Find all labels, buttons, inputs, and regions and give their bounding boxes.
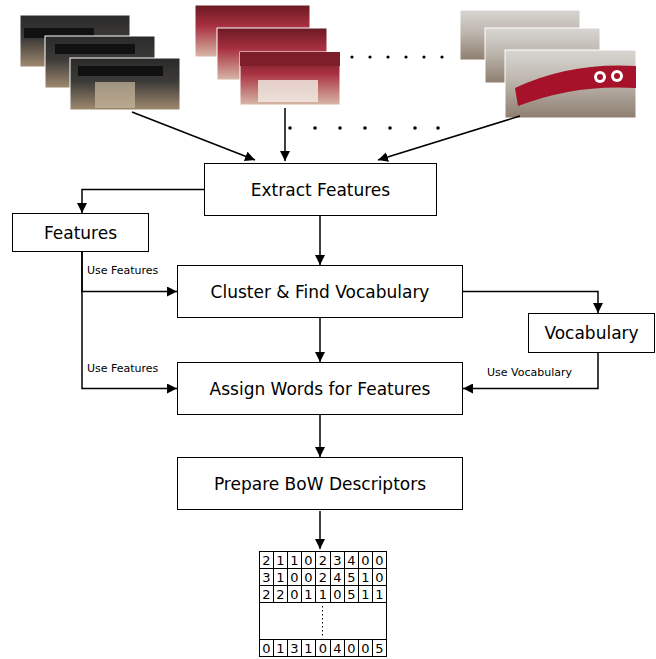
edge-label: Use Features: [86, 264, 159, 277]
table-cell: 5: [345, 586, 358, 603]
flow-arrow: [463, 292, 598, 314]
table-cell: 3: [288, 640, 301, 657]
flow-arrow: [463, 353, 598, 389]
table-cell: 0: [345, 640, 358, 657]
process-box: Prepare BoW Descriptors: [177, 457, 463, 510]
edge-label: Use Vocabulary: [486, 366, 573, 379]
flow-arrow: [82, 190, 204, 214]
box-label: Extract Features: [251, 180, 390, 200]
box-label: Prepare BoW Descriptors: [214, 474, 426, 494]
table-cell: 1: [274, 552, 287, 569]
table-cell: 4: [345, 552, 358, 569]
ellipsis-dots: [288, 55, 443, 129]
box-label: Vocabulary: [544, 323, 638, 343]
photo-stack: [20, 15, 180, 110]
table-cell: 1: [316, 586, 330, 603]
table-cell: 0: [316, 640, 330, 657]
box-label: Cluster & Find Vocabulary: [211, 282, 430, 302]
table-cell: 5: [373, 640, 386, 657]
table-cell: 3: [331, 552, 344, 569]
table-cell: 1: [274, 640, 287, 657]
data-box: Vocabulary: [528, 313, 655, 353]
box-label: Features: [44, 223, 117, 243]
process-box: Assign Words for Features: [177, 362, 463, 415]
flow-arrow: [319, 216, 321, 265]
table-cell: 0: [260, 640, 273, 657]
process-box: Extract Features: [204, 163, 437, 216]
table-cell: 1: [359, 586, 372, 603]
table-cell: 1: [302, 586, 315, 603]
table-cell: 0: [288, 569, 301, 586]
photo-stack: [195, 5, 340, 105]
table-cell: 2: [316, 569, 330, 586]
table-cell: 1: [373, 586, 386, 603]
table-cell: 5: [345, 569, 358, 586]
table-cell: 4: [331, 569, 344, 586]
table-cell: 2: [274, 586, 287, 603]
descriptor-table-grid: [260, 552, 387, 657]
flow-arrow: [319, 415, 321, 457]
table-cell: 1: [288, 552, 301, 569]
table-cell: 4: [331, 640, 344, 657]
output-arrow: [319, 511, 321, 549]
table-cell: 0: [373, 569, 386, 586]
flow-arrow: [82, 252, 177, 292]
process-box: Cluster & Find Vocabulary: [177, 265, 463, 318]
photo-stack: [460, 10, 636, 118]
edge-label: Use Features: [86, 362, 159, 375]
table-cell: 0: [373, 552, 386, 569]
table-cell: 1: [302, 640, 315, 657]
table-cell: 3: [260, 569, 273, 586]
table-cell: 2: [316, 552, 330, 569]
table-cell: 0: [302, 569, 315, 586]
table-cell: 2: [260, 586, 273, 603]
table-cell: 0: [302, 552, 315, 569]
flow-arrow: [319, 318, 321, 362]
table-cell: 0: [288, 586, 301, 603]
table-cell: 2: [260, 552, 273, 569]
table-cell: 0: [331, 586, 344, 603]
data-box: Features: [12, 213, 149, 252]
table-cell: 1: [359, 569, 372, 586]
table-cell: 0: [359, 640, 372, 657]
table-cell: 1: [274, 569, 287, 586]
flow-arrow: [82, 252, 177, 389]
input-arrows: [132, 108, 520, 161]
box-label: Assign Words for Features: [210, 379, 431, 399]
table-cell: 0: [359, 552, 372, 569]
